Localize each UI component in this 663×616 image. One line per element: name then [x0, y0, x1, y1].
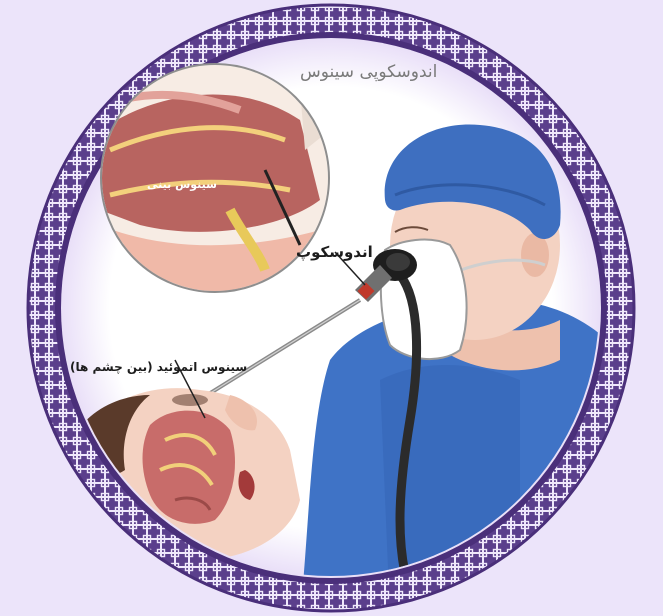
endoscope-label: اندوسکوپ — [296, 243, 373, 261]
ethmoid-sinus-label: سینوس اتموئید (بین چشم ها) — [70, 360, 247, 374]
nasal-sinus-label: سینوس بینی — [147, 178, 217, 191]
inset-title: اندوسکوپی سینوس — [300, 62, 437, 82]
